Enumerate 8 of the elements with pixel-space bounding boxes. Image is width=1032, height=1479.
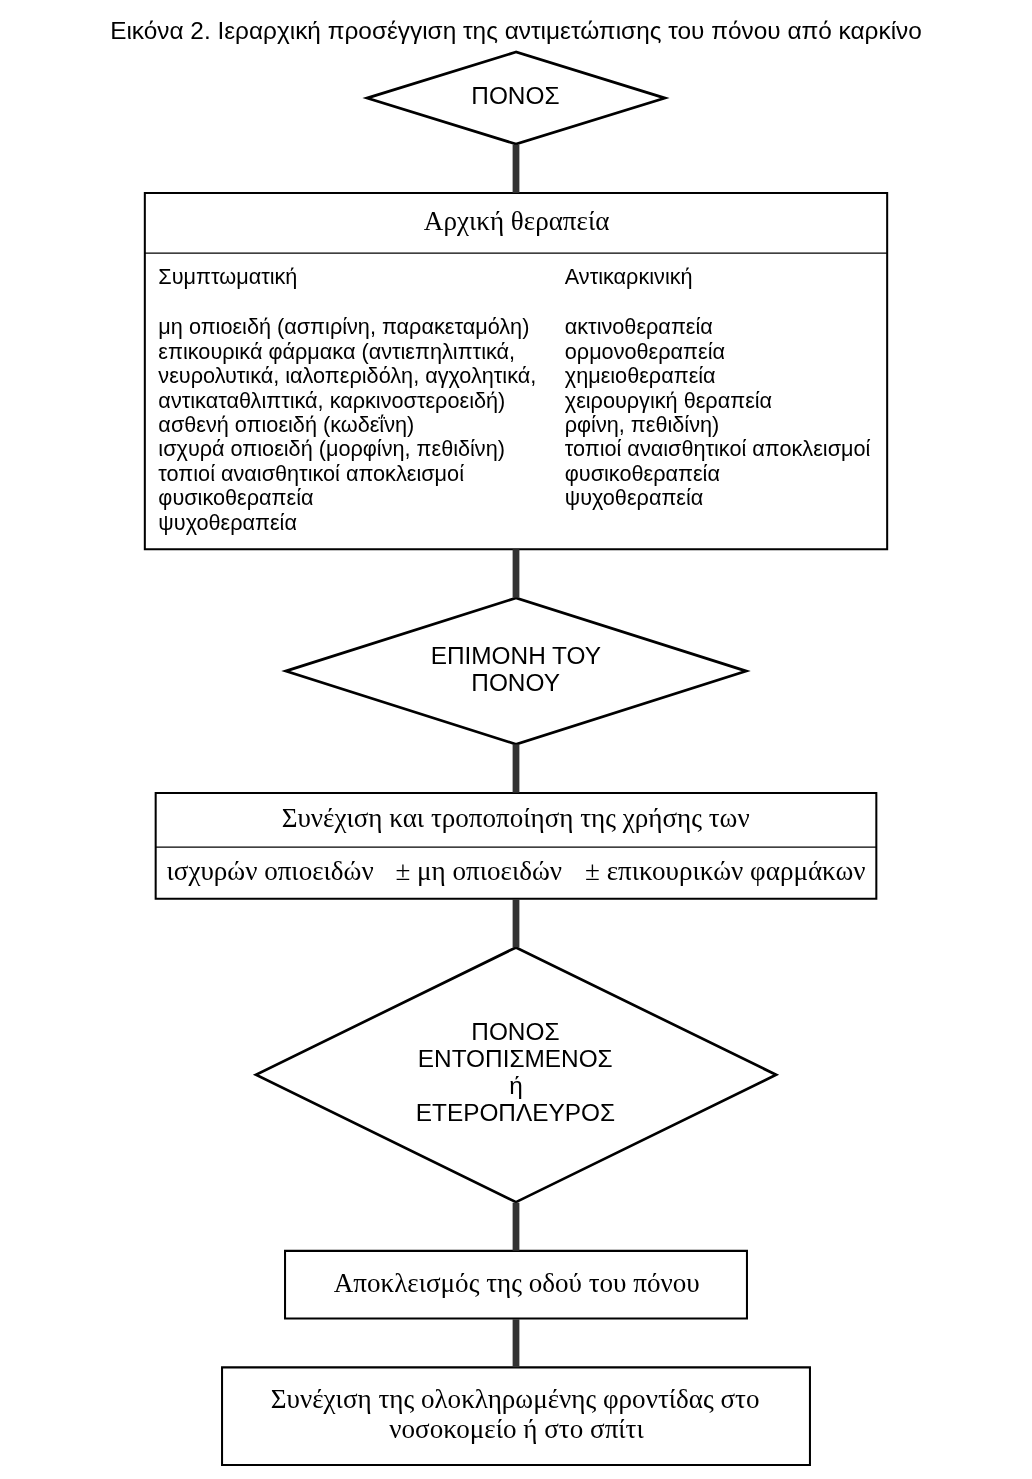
diagram-title: Εικόνα 2. Ιεραρχική προσέγγιση της αντιμετώπισης του πόνου από καρκίνο: [110, 17, 922, 45]
node-diamond: ΠΟΝΟΣ ΕΝΤΟΠΙΣΜΕΝΟΣ ή ΕΤΕΡΟΠΛΕΥΡΟΣ: [252, 945, 780, 1204]
node-diamond: ΕΠΙΜΟΝΗ ΤΟΥ ΠΟΝΟΥ: [281, 596, 751, 746]
node-box: Αποκλεισμός της οδού του πόνου: [284, 1249, 748, 1320]
node-box: Συνέχιση της ολοκληρωμένης φροντίδας στο νοσοκομείο ή στο σπίτι: [221, 1366, 811, 1466]
connector: [512, 144, 520, 193]
connector: [512, 899, 520, 948]
node-diamond: ΠΟΝΟΣ: [362, 50, 670, 146]
